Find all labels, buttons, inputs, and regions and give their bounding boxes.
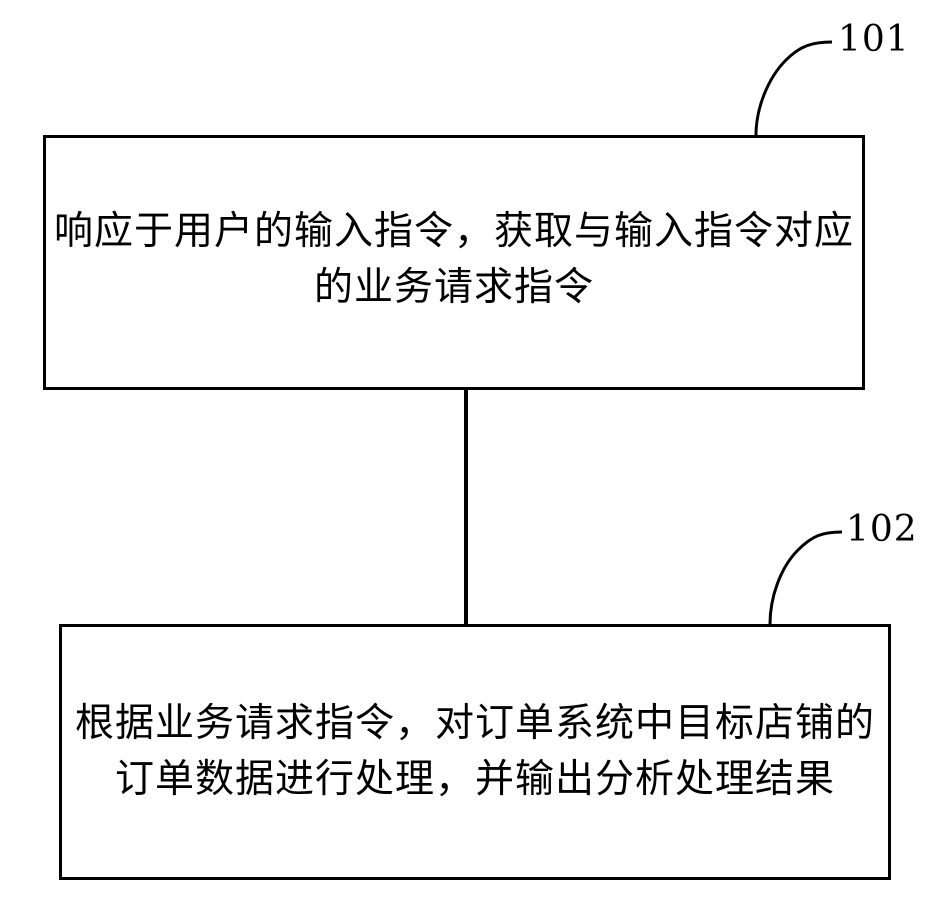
step-box-101: 响应于用户的输入指令，获取与输入指令对应的业务请求指令	[43, 135, 865, 390]
step-box-102: 根据业务请求指令，对订单系统中目标店铺的订单数据进行处理，并输出分析处理结果	[59, 624, 891, 880]
step-ref-label-102: 102	[846, 512, 918, 548]
leader-line-102	[770, 532, 842, 624]
step-ref-label-101: 101	[838, 22, 910, 58]
step-text-102: 根据业务请求指令，对订单系统中目标店铺的订单数据进行处理，并输出分析处理结果	[70, 696, 880, 808]
leader-line-101	[756, 42, 832, 135]
step-text-101: 响应于用户的输入指令，获取与输入指令对应的业务请求指令	[54, 204, 854, 316]
